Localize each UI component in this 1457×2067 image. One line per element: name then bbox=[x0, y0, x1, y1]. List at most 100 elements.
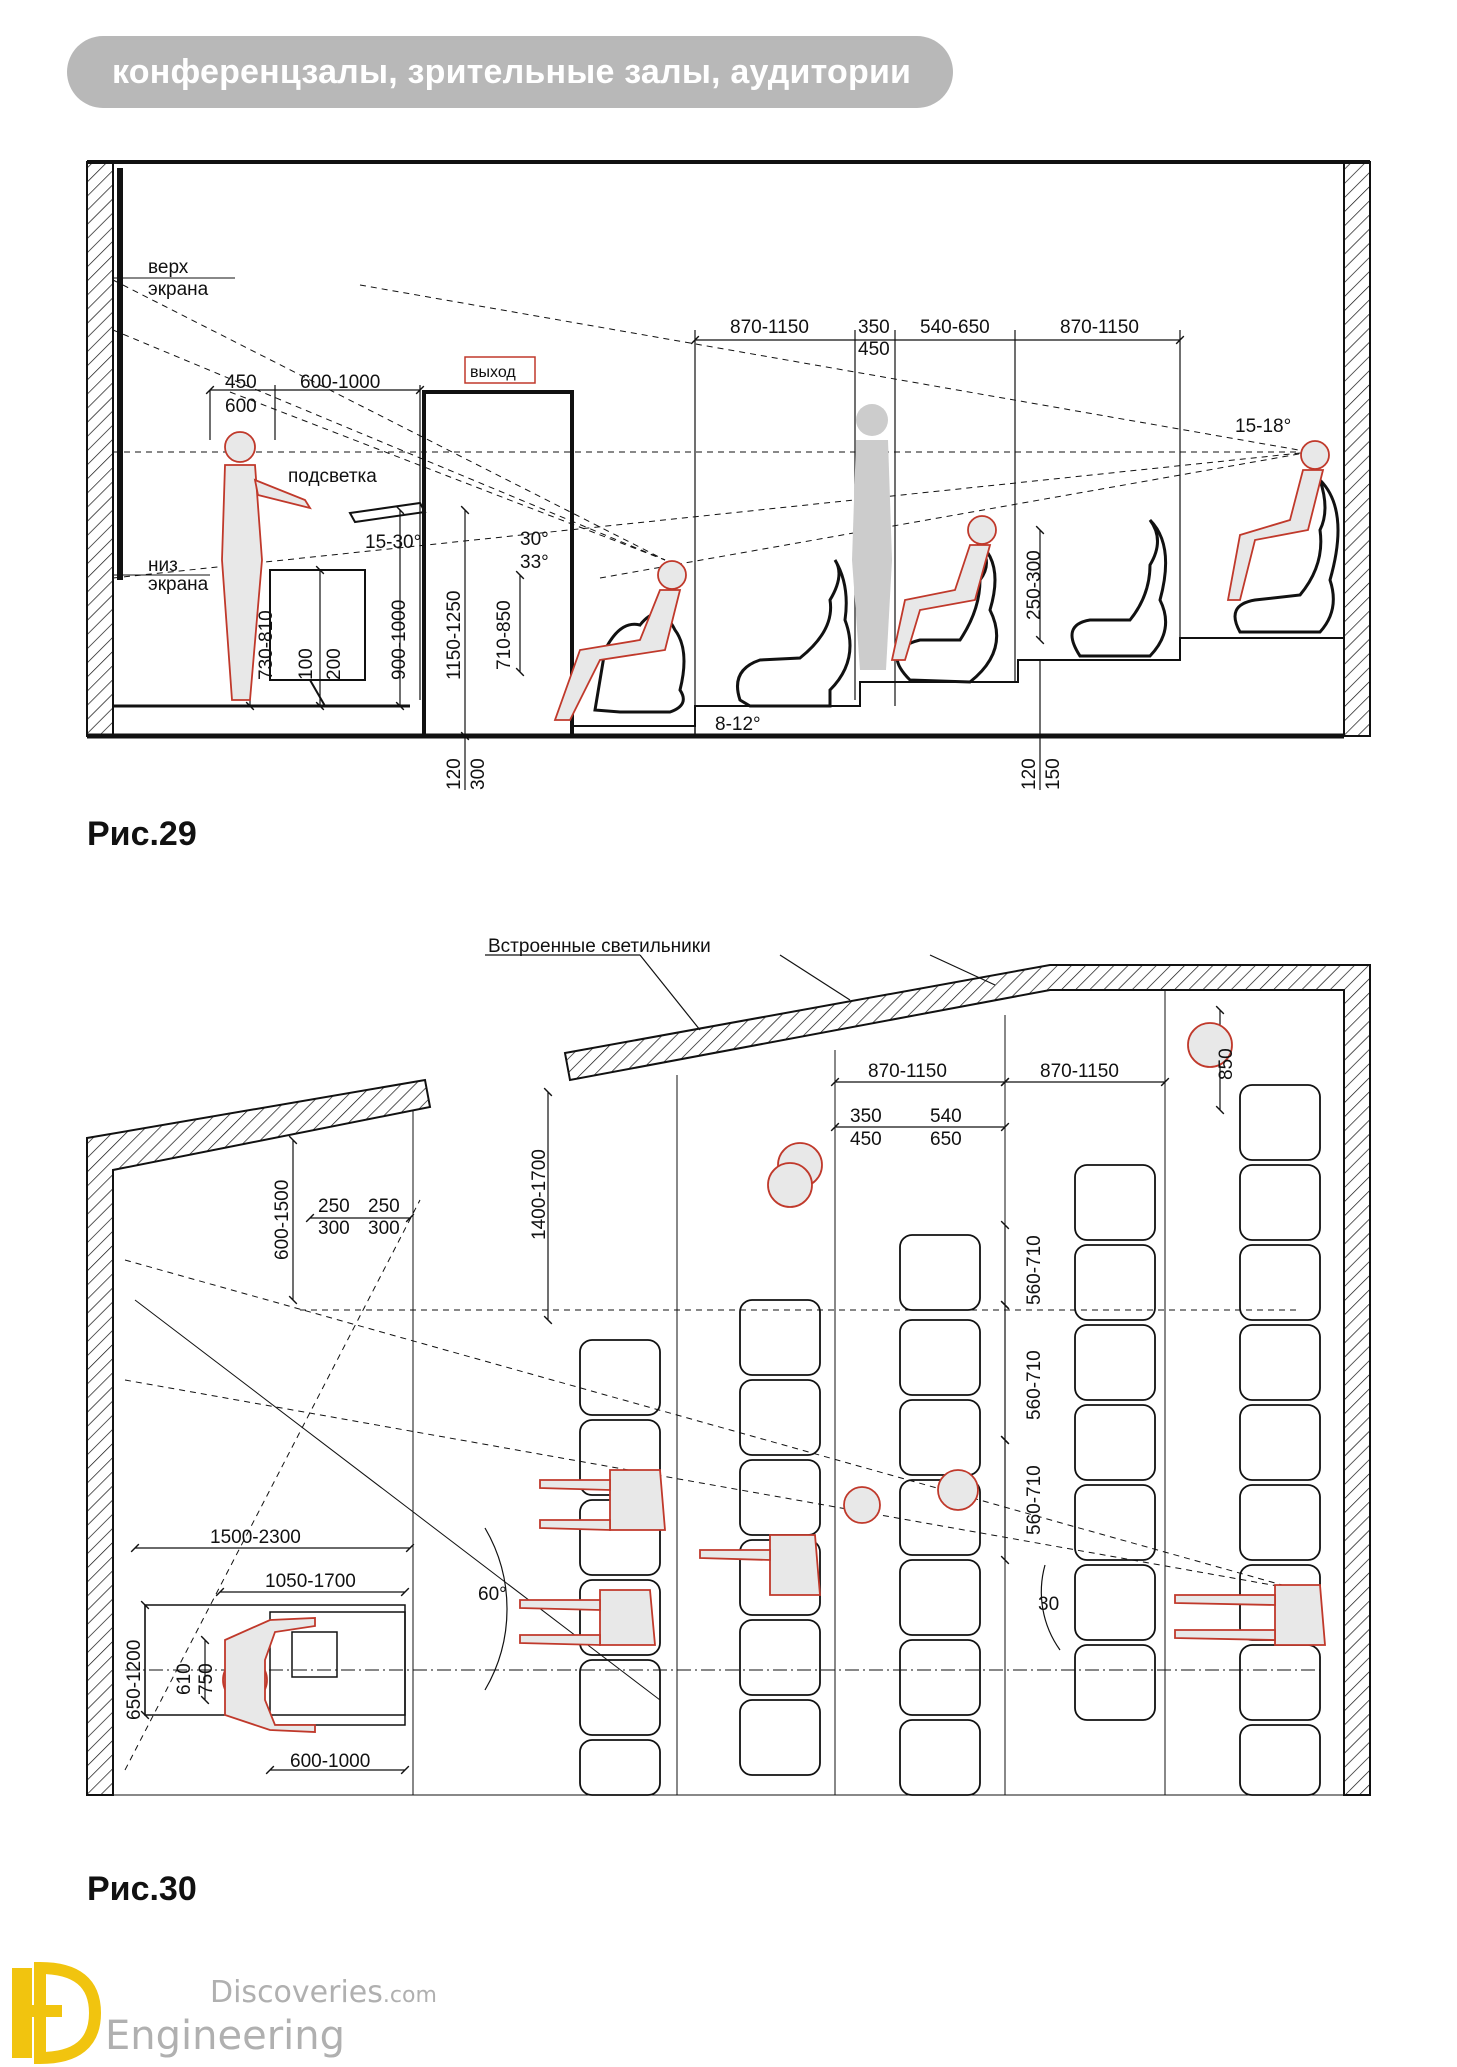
sight-line-60 bbox=[134, 1299, 661, 1701]
dim30-560-710-a: 560-710 bbox=[1024, 1235, 1045, 1305]
dim30-300-a: 300 bbox=[318, 1218, 350, 1239]
label-angle-30: 30 bbox=[1038, 1594, 1059, 1615]
dim30-250-b: 250 bbox=[368, 1196, 400, 1217]
angle-arc-30 bbox=[1040, 1564, 1061, 1651]
seat[interactable] bbox=[1074, 1484, 1156, 1561]
page-title-text: конференцзалы, зрительные залы, аудитори… bbox=[112, 52, 912, 91]
dim30-350: 350 bbox=[850, 1106, 882, 1127]
dim-200: 200 bbox=[324, 648, 345, 680]
fig30-caption: Рис.30 bbox=[87, 1870, 197, 1908]
dim30-450: 450 bbox=[850, 1129, 882, 1150]
seat[interactable] bbox=[1239, 1404, 1321, 1481]
dim-250-300: 250-300 bbox=[1024, 550, 1045, 620]
dim-730-810: 730-810 bbox=[256, 610, 277, 680]
angle-arc-60 bbox=[484, 1527, 508, 1691]
seat[interactable] bbox=[739, 1619, 821, 1696]
listener-plan-4 bbox=[767, 1022, 1233, 1524]
seat[interactable] bbox=[739, 1299, 821, 1376]
fig30-text: Встроенные светильники 60° 30 870-1150 8… bbox=[124, 936, 1237, 1772]
seat[interactable] bbox=[1239, 1324, 1321, 1401]
label-lectern-angle: 15-30° bbox=[365, 532, 421, 553]
dim-1150-1250: 1150-1250 bbox=[444, 591, 465, 680]
fig29-dimension-lines bbox=[205, 330, 1185, 790]
dim-120-a: 120 bbox=[444, 758, 465, 790]
logo-mark bbox=[12, 1961, 102, 2065]
seated-figure-2 bbox=[890, 515, 997, 661]
seat[interactable] bbox=[739, 1379, 821, 1456]
seat[interactable] bbox=[1239, 1244, 1321, 1321]
seat[interactable] bbox=[899, 1639, 981, 1716]
seat[interactable] bbox=[899, 1319, 981, 1396]
dim-100: 100 bbox=[296, 648, 317, 680]
fig30-dimension-lines bbox=[130, 954, 1225, 1775]
plan-grid-lines bbox=[412, 990, 1166, 1795]
standing-figure bbox=[852, 404, 892, 670]
dim30-600-1000: 600-1000 bbox=[290, 1751, 370, 1772]
chair-row1 bbox=[593, 612, 686, 714]
seat[interactable] bbox=[1239, 1484, 1321, 1561]
exit-sign bbox=[464, 356, 536, 384]
plan-left-wall bbox=[86, 1078, 432, 1796]
chair-row2 bbox=[736, 559, 852, 708]
seat[interactable] bbox=[1239, 1084, 1321, 1161]
dim-300: 300 bbox=[468, 758, 489, 790]
fig30-plan-drawing bbox=[86, 954, 1371, 1796]
listener-plan-3 bbox=[699, 1534, 821, 1596]
dim30-850: 850 bbox=[1216, 1048, 1237, 1080]
seat[interactable] bbox=[1074, 1244, 1156, 1321]
label-backlight: подсветка bbox=[288, 466, 377, 487]
label-top-screen-2: экрана bbox=[148, 279, 209, 300]
seat[interactable] bbox=[899, 1234, 981, 1311]
dim30-610: 610 bbox=[174, 1663, 195, 1695]
seat[interactable] bbox=[739, 1699, 821, 1776]
plan-sight-lines bbox=[124, 1199, 1320, 1771]
label-sight-30: 30° bbox=[520, 529, 549, 550]
logo-brand-suffix: .com bbox=[382, 1983, 437, 2008]
listener-plan-5 bbox=[1174, 1584, 1326, 1646]
fig30-people bbox=[222, 1022, 1326, 1733]
seat[interactable] bbox=[579, 1739, 661, 1796]
seat[interactable] bbox=[899, 1559, 981, 1636]
listener-plan-1 bbox=[539, 1469, 666, 1531]
dim30-1400-1700: 1400-1700 bbox=[529, 1149, 550, 1240]
seat[interactable] bbox=[579, 1579, 661, 1656]
monitor bbox=[291, 1631, 338, 1678]
logo-name: Engineering bbox=[105, 2013, 345, 2059]
dim30-560-710-b: 560-710 bbox=[1024, 1350, 1045, 1420]
dim30-1500-2300: 1500-2300 bbox=[210, 1527, 301, 1548]
seat[interactable] bbox=[1074, 1404, 1156, 1481]
label-floor-slope: 8-12° bbox=[715, 714, 761, 735]
seat[interactable] bbox=[1239, 1644, 1321, 1721]
dim30-560-710-c: 560-710 bbox=[1024, 1465, 1045, 1535]
dim-350: 350 bbox=[858, 317, 890, 338]
seat[interactable] bbox=[1074, 1324, 1156, 1401]
fig29-caption: Рис.29 bbox=[87, 815, 197, 853]
seat[interactable] bbox=[1074, 1644, 1156, 1721]
seated-figure-1 bbox=[553, 560, 687, 721]
label-lights: Встроенные светильники bbox=[488, 936, 711, 957]
dim-120-b: 120 bbox=[1019, 758, 1040, 790]
seat[interactable] bbox=[579, 1659, 661, 1736]
fig29-text: верх экрана низ экрана подсветка выход 1… bbox=[148, 257, 1291, 790]
seat[interactable] bbox=[579, 1339, 661, 1416]
plan-seats bbox=[579, 1084, 1321, 1796]
dim-900-1000: 900-1000 bbox=[389, 600, 410, 680]
label-bottom-screen-1: низ bbox=[148, 555, 178, 576]
seat[interactable] bbox=[1074, 1164, 1156, 1241]
dim-450: 450 bbox=[225, 372, 257, 393]
seat[interactable] bbox=[1239, 1724, 1321, 1796]
lecturer-figure bbox=[221, 431, 312, 701]
logo-brand-text: Discoveries bbox=[210, 1975, 383, 2010]
label-sight-33: 33° bbox=[520, 552, 549, 573]
seat[interactable] bbox=[899, 1399, 981, 1476]
seat[interactable] bbox=[899, 1719, 981, 1796]
logo-brand: Discoveries.com bbox=[210, 1975, 437, 2010]
chair-row4 bbox=[1070, 518, 1168, 658]
sight-lines bbox=[112, 279, 1311, 579]
seat[interactable] bbox=[1074, 1564, 1156, 1641]
dim-540-650: 540-650 bbox=[920, 317, 990, 338]
dim30-600-1500: 600-1500 bbox=[272, 1180, 293, 1260]
seat[interactable] bbox=[1239, 1164, 1321, 1241]
label-bottom-screen-2: экрана bbox=[148, 574, 209, 595]
exit-door bbox=[422, 390, 574, 738]
